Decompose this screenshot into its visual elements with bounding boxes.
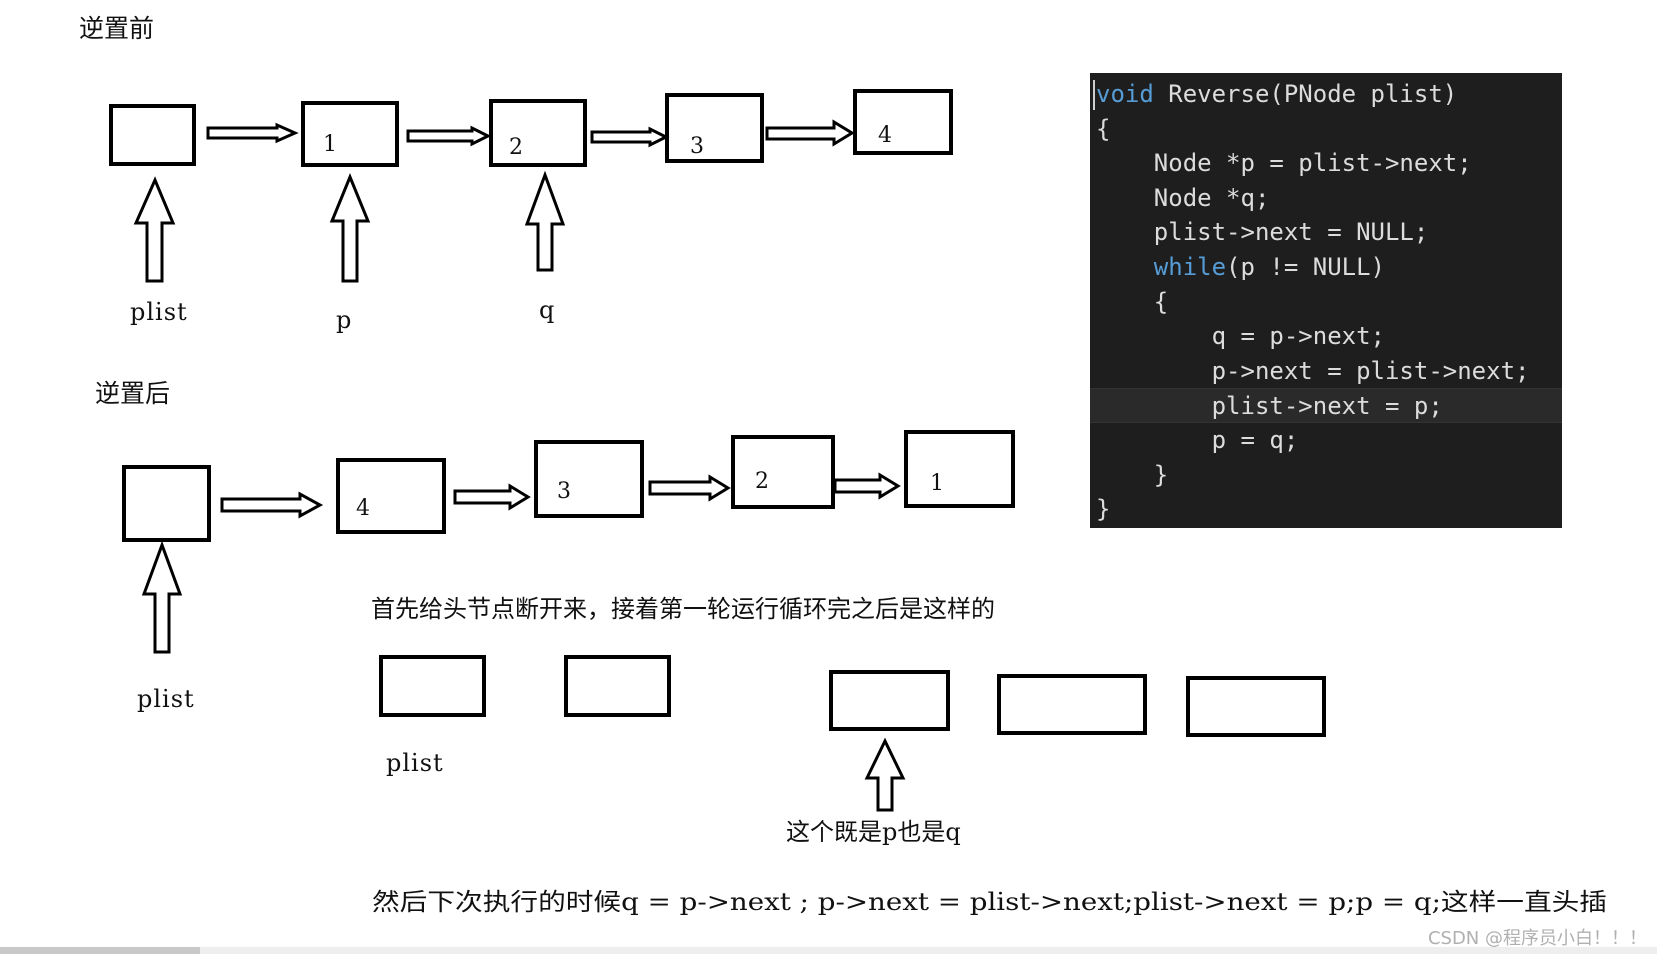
after-node-2 [731, 435, 835, 509]
heading-before: 逆置前 [79, 14, 154, 43]
after-link-arrow-1 [453, 483, 531, 511]
after-plist-pointer-arrow [141, 540, 183, 654]
before-link-arrow-3 [765, 119, 855, 147]
code-line: q = p->next; [1090, 319, 1562, 354]
before-node-1 [301, 101, 399, 167]
round-plist-label: plist [386, 749, 444, 777]
code-text: q = p->next; [1096, 322, 1385, 351]
code-text: } [1096, 460, 1169, 489]
after-node-3 [534, 440, 644, 518]
code-text: p->next = plist->next; [1096, 356, 1530, 385]
code-text: p = q; [1096, 425, 1299, 454]
code-line: { [1090, 285, 1562, 320]
code-line: plist->next = p; [1090, 388, 1562, 423]
code-keyword: void [1096, 80, 1154, 108]
plist-label: plist [130, 298, 188, 326]
code-line: Node *p = plist->next; [1090, 146, 1562, 181]
code-line: { [1090, 112, 1562, 147]
after-link-arrow-2 [648, 474, 731, 502]
code-text: } [1096, 495, 1111, 524]
before-node-4-value: 4 [878, 123, 892, 148]
before-head-node [109, 104, 196, 166]
heading-after: 逆置后 [95, 379, 170, 408]
code-editor-snippet: void Reverse(PNode plist){ Node *p = pli… [1090, 73, 1562, 528]
watermark: CSDN @程序员小白！！！ [1427, 928, 1647, 949]
code-line: while(p != NULL) [1090, 250, 1562, 285]
p-label: p [336, 306, 352, 334]
p-and-q-pointer-arrow [864, 737, 906, 812]
code-text: { [1096, 287, 1169, 316]
horizontal-scrollbar[interactable] [0, 947, 1657, 954]
code-text: Reverse(PNode plist) [1153, 80, 1458, 108]
code-text: (p != NULL) [1226, 252, 1385, 281]
after-plist-label: plist [137, 685, 195, 713]
before-link-arrow-0 [206, 122, 299, 144]
after-head-node [122, 465, 211, 542]
p-pointer-arrow [329, 173, 371, 283]
after-node-1-value: 1 [930, 471, 944, 496]
code-text: { [1096, 114, 1111, 143]
before-node-1-value: 1 [323, 132, 337, 157]
after-node-1 [904, 430, 1015, 508]
code-line: } [1090, 458, 1562, 493]
after-node-3-value: 3 [557, 479, 571, 504]
q-pointer-arrow [524, 170, 566, 272]
code-text: Node *p = plist->next; [1096, 149, 1472, 178]
after-node-4 [336, 458, 446, 534]
bottom-note: 然后下次执行的时候q = p->next ; p->next = plist->… [372, 888, 1607, 916]
before-link-arrow-2 [590, 126, 670, 148]
code-line: plist->next = NULL; [1090, 215, 1562, 250]
code-line: Node *q; [1090, 181, 1562, 216]
round-head-node [379, 655, 486, 717]
before-node-4 [853, 89, 953, 155]
before-node-2-value: 2 [509, 135, 523, 160]
p-and-q-note: 这个既是p也是q [786, 818, 961, 846]
code-text: plist->next = NULL; [1096, 218, 1429, 247]
round-node-b [829, 670, 950, 731]
round-node-a [564, 655, 671, 717]
first-round-caption: 首先给头节点断开来，接着第一轮运行循环完之后是这样的 [371, 595, 995, 623]
before-node-3-value: 3 [690, 134, 704, 159]
scrollbar-thumb[interactable] [0, 947, 200, 954]
after-node-2-value: 2 [755, 469, 769, 494]
after-link-arrow-0 [220, 491, 324, 519]
code-line: void Reverse(PNode plist) [1090, 77, 1562, 112]
after-node-4-value: 4 [356, 496, 370, 521]
round-node-c [997, 674, 1147, 735]
before-node-2 [489, 99, 587, 167]
after-link-arrow-3 [833, 472, 901, 500]
plist-pointer-arrow [133, 176, 176, 283]
code-keyword: while [1096, 252, 1227, 281]
code-line: p->next = plist->next; [1090, 354, 1562, 389]
code-text: plist->next = p; [1096, 392, 1443, 421]
before-node-3 [665, 93, 764, 163]
text-cursor [1093, 80, 1095, 110]
q-label: q [539, 296, 555, 324]
before-link-arrow-1 [406, 125, 492, 147]
round-node-d [1186, 676, 1326, 737]
code-line: p = q; [1090, 423, 1562, 458]
code-text: Node *q; [1096, 183, 1270, 212]
code-line: } [1090, 492, 1562, 527]
